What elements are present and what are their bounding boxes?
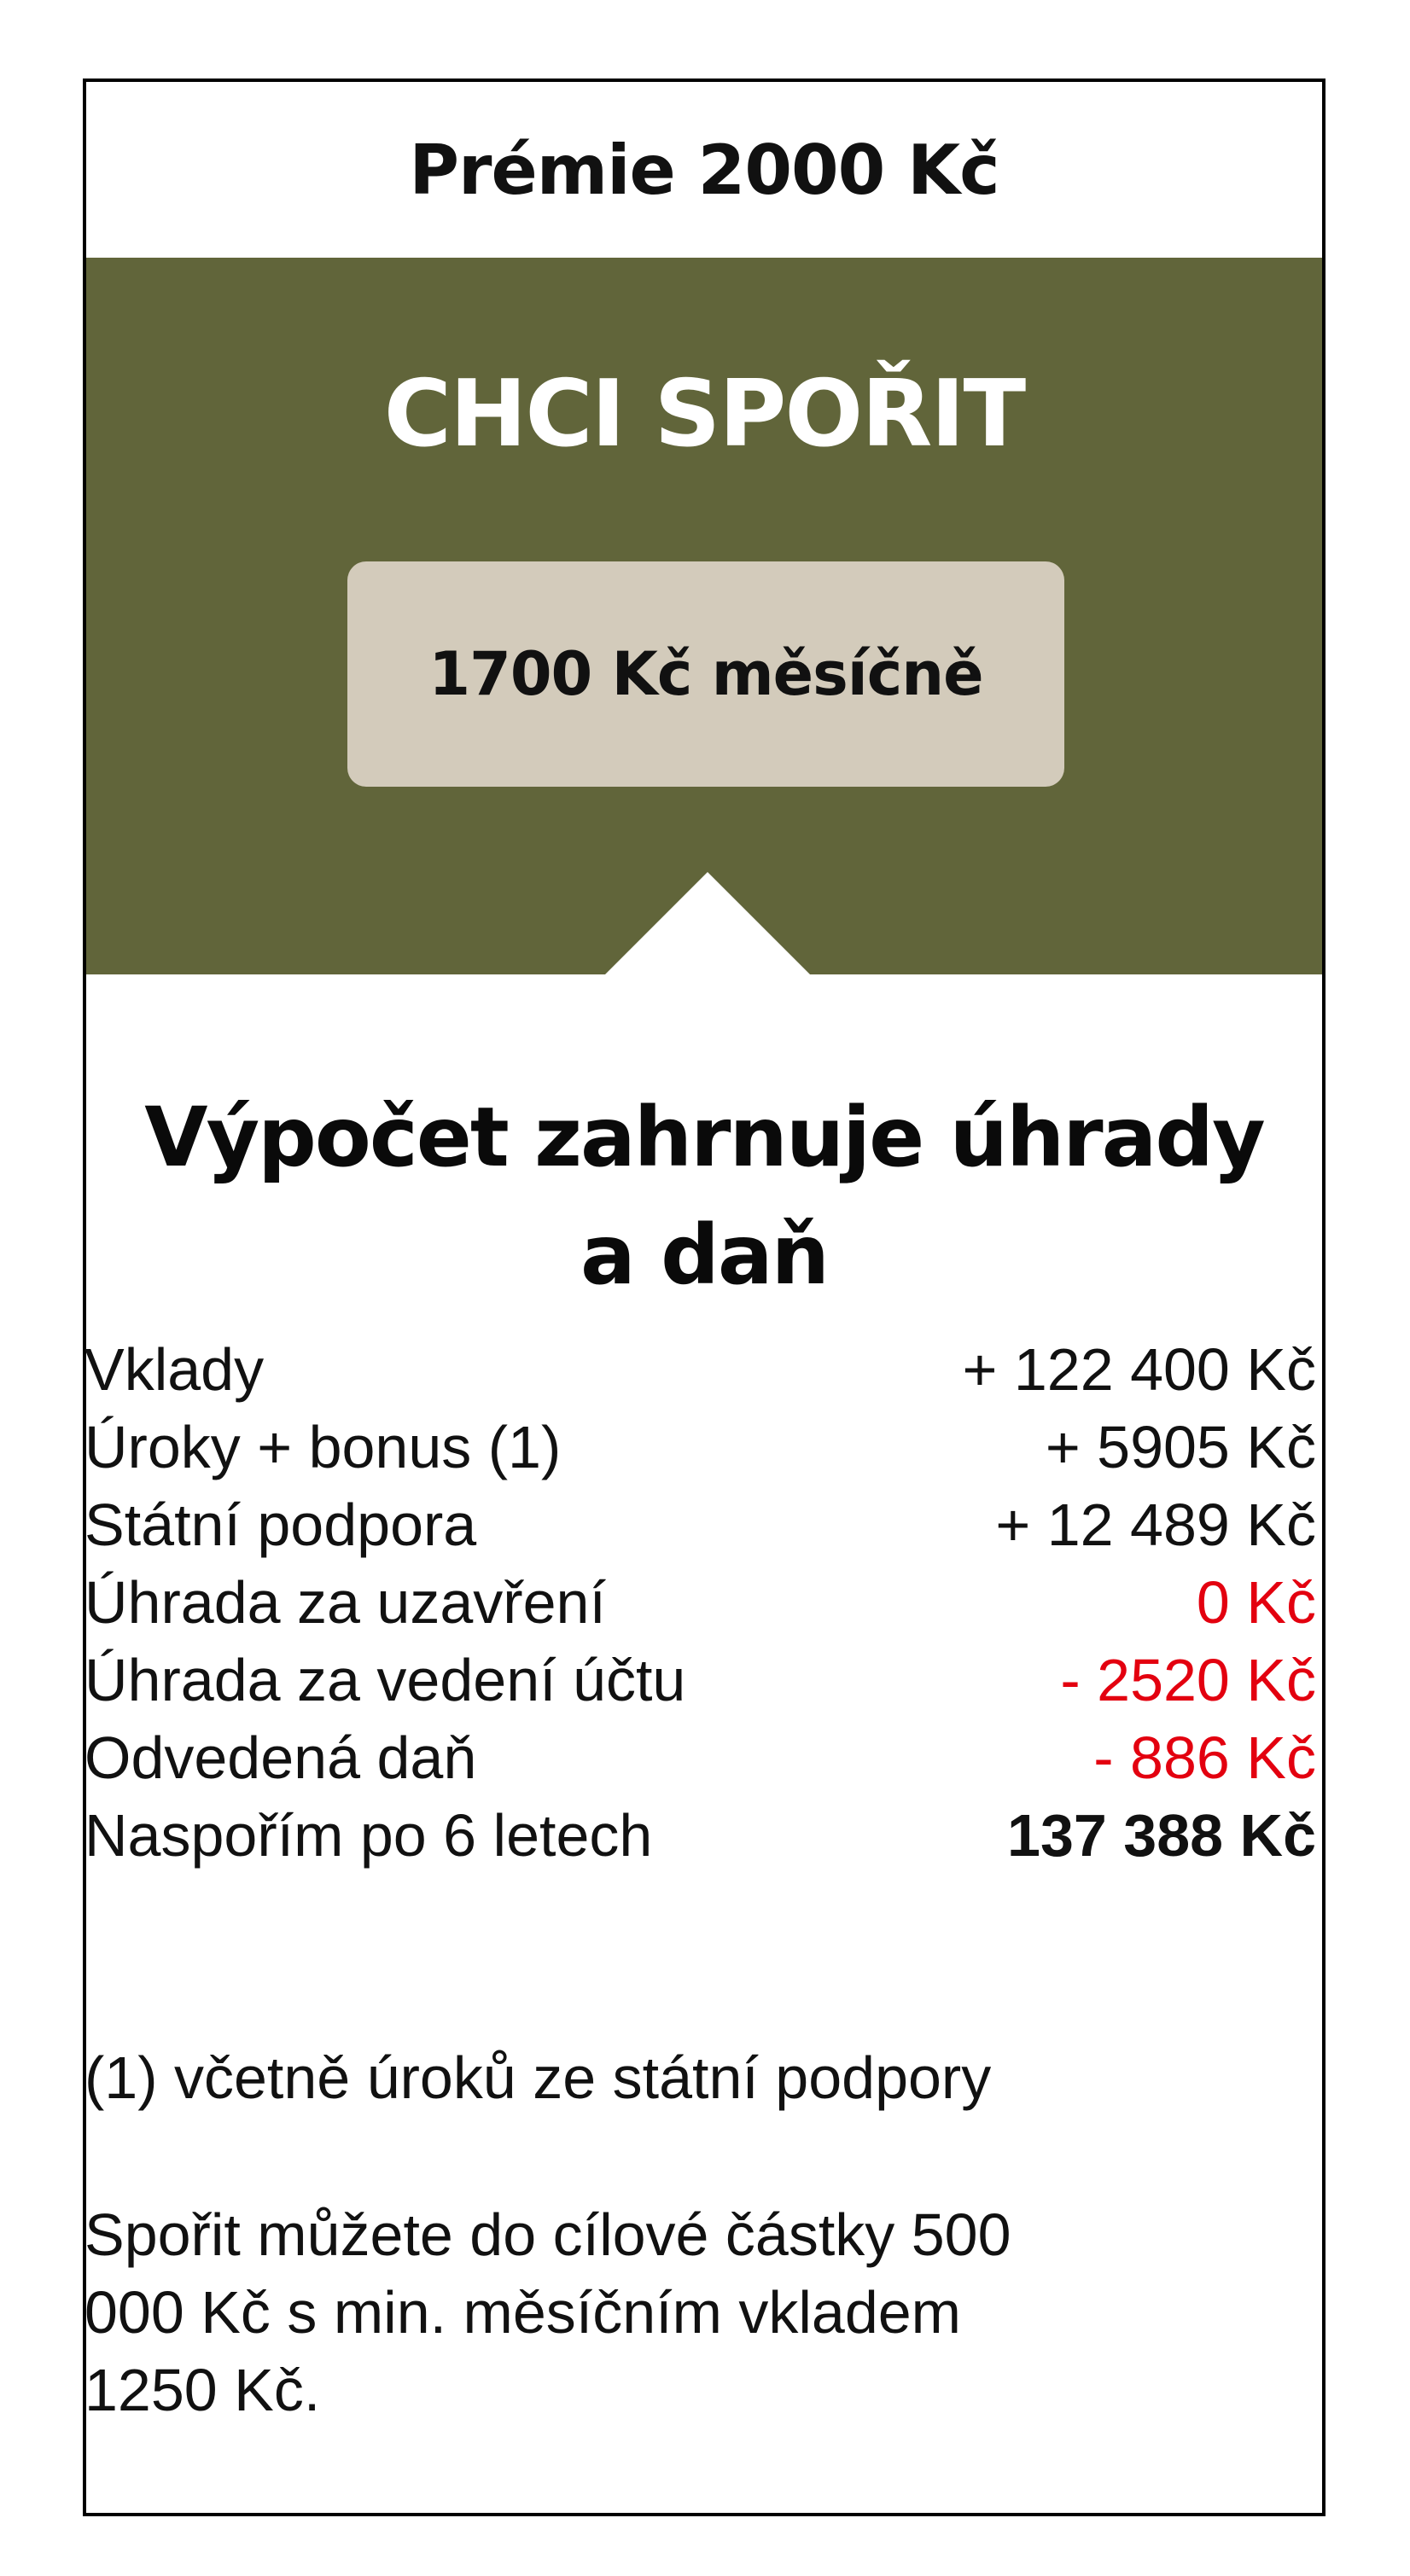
row-tax: Odvedená daň - 886 Kč [84,1719,1316,1797]
row-value: 0 Kč [1196,1569,1316,1636]
row-value: 137 388 Kč [1007,1802,1316,1869]
info-text: Spořit můžete do cílové částky 500 000 K… [84,2201,1011,2423]
row-total: Naspořím po 6 letech 137 388 Kč [84,1797,1316,1875]
row-label: Vklady [84,1336,265,1403]
row-deposits: Vklady + 122 400 Kč [84,1331,1316,1409]
calculation-table: Vklady + 122 400 Kč Úroky + bonus (1) + … [84,1331,1316,1875]
savings-offer-card: Prémie 2000 Kč CHCI SPOŘIT 1700 Kč měsíč… [83,79,1326,2516]
row-value: + 122 400 Kč [962,1336,1317,1403]
row-label: Odvedená daň [84,1724,477,1791]
row-state-support: Státní podpora + 12 489 Kč [84,1486,1316,1564]
row-label: Státní podpora [84,1492,477,1558]
row-closing-fee: Úhrada za uzavření 0 Kč [84,1564,1316,1642]
row-interest: Úroky + bonus (1) + 5905 Kč [84,1409,1316,1486]
calculation-title: Výpočet zahrnuje úhrady a daň [144,1090,1265,1303]
row-value: - 2520 Kč [1060,1647,1316,1713]
footnote: (1) včetně úroků ze státní podpory [84,2044,992,2111]
row-label: Naspořím po 6 letech [84,1802,653,1869]
row-label: Úhrada za uzavření [84,1569,606,1636]
monthly-amount-button[interactable]: 1700 Kč měsíčně [347,561,1064,787]
row-label: Úroky + bonus (1) [84,1414,562,1480]
premium-label: Prémie 2000 Kč [409,130,999,210]
row-value: + 12 489 Kč [995,1492,1316,1558]
row-label: Úhrada za vedení účtu [84,1647,686,1713]
hero-title: CHCI SPOŘIT [383,361,1026,468]
row-value: - 886 Kč [1093,1724,1316,1791]
pointer-notch [604,872,811,975]
row-value: + 5905 Kč [1045,1414,1316,1480]
row-account-fee: Úhrada za vedení účtu - 2520 Kč [84,1642,1316,1719]
hero-panel: CHCI SPOŘIT 1700 Kč měsíčně [86,258,1322,975]
